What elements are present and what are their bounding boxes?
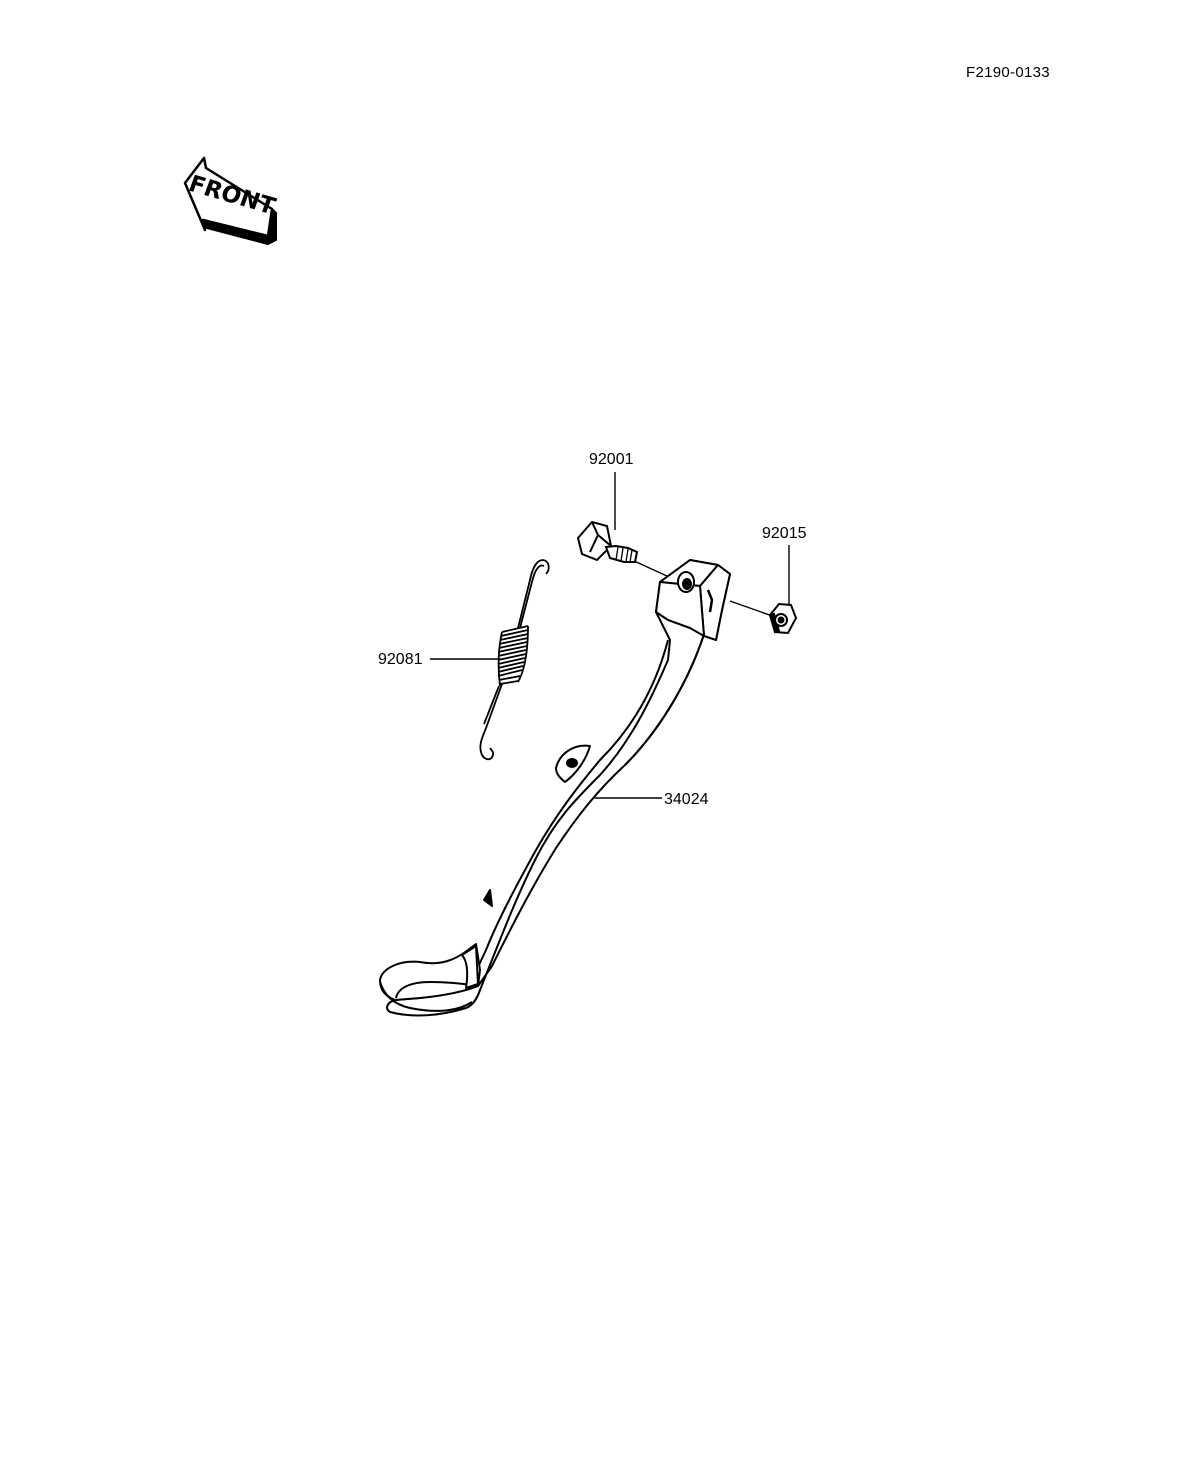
figure-code: F2190-0133 [966, 64, 1050, 81]
part-number-spring: 92081 [378, 651, 423, 668]
side-stand-icon [379, 559, 731, 1017]
part-number-side-stand: 34024 [664, 791, 709, 808]
part-number-bolt: 92001 [589, 451, 634, 468]
nut-icon [768, 602, 798, 635]
bolt-icon [576, 520, 639, 563]
leader-lines [430, 472, 790, 799]
front-direction-arrow-icon: FRONT [183, 156, 279, 245]
spring-icon [479, 559, 550, 761]
part-number-nut: 92015 [762, 525, 807, 542]
